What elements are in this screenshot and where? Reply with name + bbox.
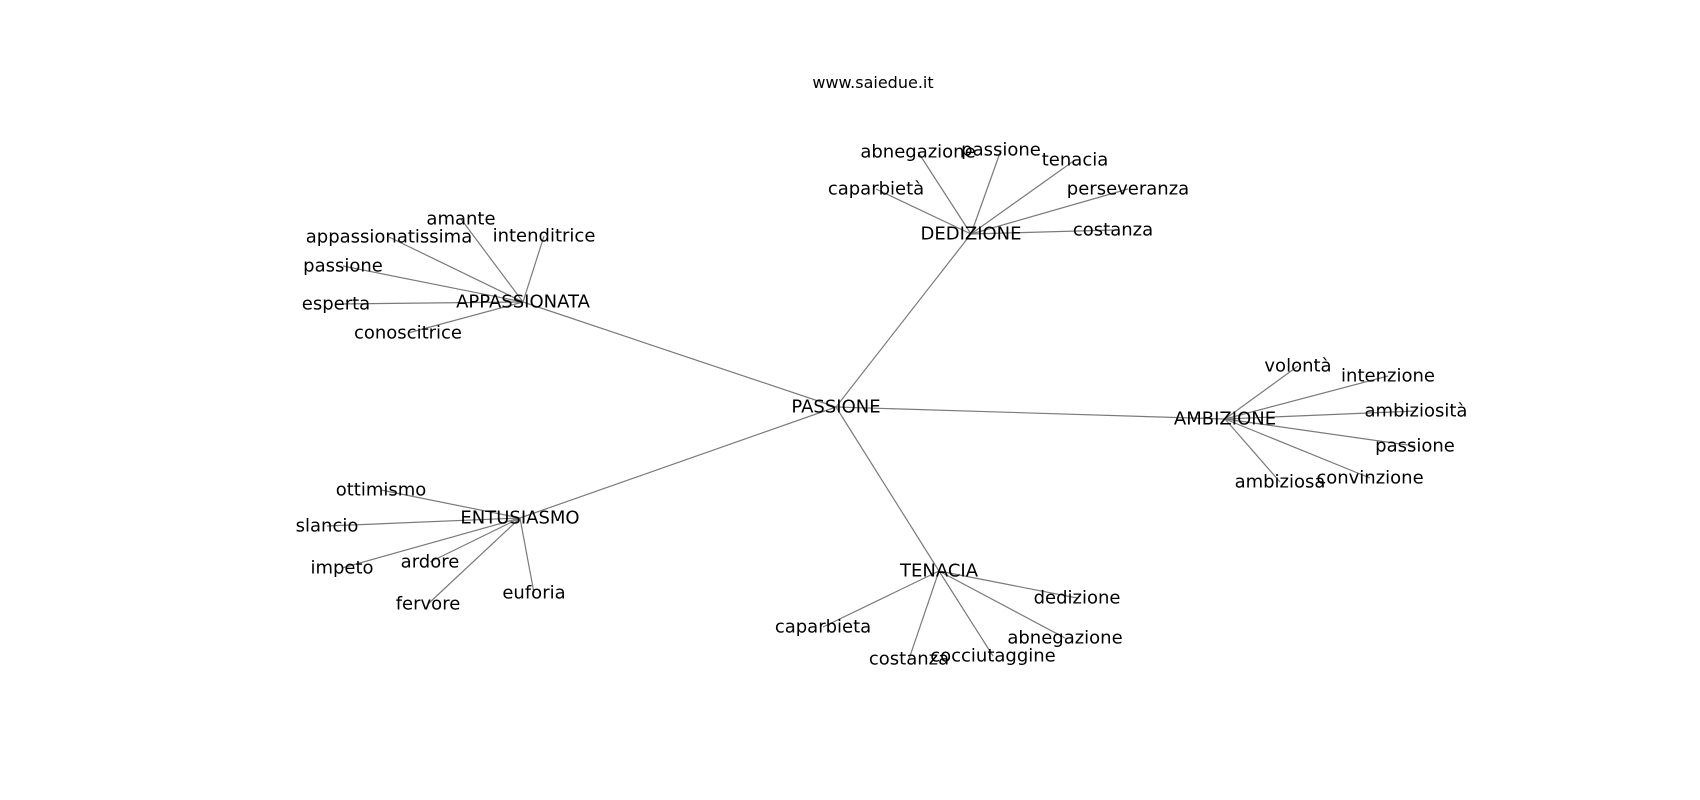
edge-tenacia-leaf xyxy=(908,570,940,660)
edge-tenacia-leaf xyxy=(938,570,994,657)
edge-entusiasmo-leaf xyxy=(427,517,521,605)
leaf-node-label: intenzione xyxy=(1341,366,1435,387)
edge-dedizione-leaf xyxy=(970,149,1002,235)
edge-appassionata-leaf xyxy=(335,301,524,305)
edge-entusiasmo-leaf xyxy=(326,517,521,527)
root-node-label: PASSIONE xyxy=(791,397,880,418)
edge-ambizione-leaf xyxy=(1224,375,1389,420)
edge-dedizione-leaf xyxy=(917,151,972,235)
hub-node-dedizione: DEDIZIONE xyxy=(920,224,1021,245)
edge-ambizione-leaf xyxy=(1224,365,1299,420)
leaf-node-label: dedizione xyxy=(1034,588,1121,609)
leaf-node-label: convinzione xyxy=(1316,468,1423,489)
node-labels: PASSIONE APPASSIONATA amanteappassionatiss… xyxy=(296,140,1468,670)
edge-entusiasmo-leaf xyxy=(429,517,521,563)
leaf-node-label: abnegazione xyxy=(860,142,975,163)
leaf-node-label: ambiziosa xyxy=(1235,472,1326,493)
leaf-node-label: costanza xyxy=(1073,220,1153,241)
edge-dedizione-leaf xyxy=(875,188,972,235)
edges xyxy=(326,149,1417,660)
leaf-node-label: amante xyxy=(426,209,495,230)
leaf-node-label: costanza xyxy=(869,649,949,670)
leaf-node-label: caparbieta xyxy=(775,617,871,638)
hub-node-entusiasmo: ENTUSIASMO xyxy=(460,508,579,529)
leaf-node-label: cocciutaggine xyxy=(930,646,1056,667)
edge-entusiasmo-leaf xyxy=(380,489,521,519)
leaf-node-label: caparbietà xyxy=(828,179,924,200)
edge-root-entusiasmo xyxy=(519,406,837,519)
edge-tenacia-leaf xyxy=(822,570,940,628)
leaf-node-label: ardore xyxy=(401,552,460,573)
leaf-node-label: volontà xyxy=(1264,356,1331,377)
edge-entusiasmo-leaf xyxy=(519,517,535,594)
edge-root-ambizione xyxy=(835,406,1226,420)
leaf-node-label: fervore xyxy=(396,594,461,615)
leaf-node-label: passione xyxy=(303,256,383,277)
edge-root-dedizione xyxy=(835,233,972,408)
edge-ambizione-leaf xyxy=(1224,418,1416,447)
leaf-node-label: passione xyxy=(961,140,1041,161)
edge-ambizione-leaf xyxy=(1224,410,1417,420)
edge-dedizione-leaf xyxy=(970,188,1129,235)
edge-dedizione-leaf xyxy=(970,159,1076,235)
edge-ambizione-leaf xyxy=(1224,418,1281,483)
edge-appassionata-leaf xyxy=(522,235,545,303)
leaf-node-label: ambiziosità xyxy=(1365,401,1468,422)
edge-dedizione-leaf xyxy=(970,229,1114,235)
edge-tenacia-leaf xyxy=(938,570,1078,599)
hub-node-tenacia: TENACIA xyxy=(899,561,979,582)
edge-ambizione-leaf xyxy=(1224,418,1371,479)
edge-root-tenacia xyxy=(835,406,940,572)
hub-node-ambizione: AMBIZIONE xyxy=(1174,409,1276,430)
leaf-node-label: slancio xyxy=(296,516,359,537)
leaf-node-label: tenacia xyxy=(1042,150,1109,171)
edge-appassionata-leaf xyxy=(407,301,524,334)
leaf-node-label: passione xyxy=(1375,436,1455,457)
leaf-node-label: intenditrice xyxy=(493,226,596,247)
leaf-node-label: ottimismo xyxy=(336,480,427,501)
edge-tenacia-leaf xyxy=(938,570,1066,639)
edge-appassionata-leaf xyxy=(460,218,524,303)
edge-appassionata-leaf xyxy=(342,265,524,303)
leaf-node-label: abnegazione xyxy=(1007,628,1122,649)
leaf-node-label: esperta xyxy=(302,294,370,315)
leaf-node-label: appassionatissima xyxy=(306,227,473,248)
edge-appassionata-leaf xyxy=(388,236,524,303)
leaf-node-label: impeto xyxy=(310,558,373,579)
leaf-node-label: conoscitrice xyxy=(354,323,462,344)
source-watermark: www.saiedue.it xyxy=(812,73,933,92)
leaf-node-label: euforia xyxy=(502,583,565,604)
edge-root-appassionata xyxy=(522,301,837,408)
edge-entusiasmo-leaf xyxy=(341,517,521,569)
leaf-node-label: perseveranza xyxy=(1067,179,1189,200)
hub-node-appassionata: APPASSIONATA xyxy=(456,292,590,313)
